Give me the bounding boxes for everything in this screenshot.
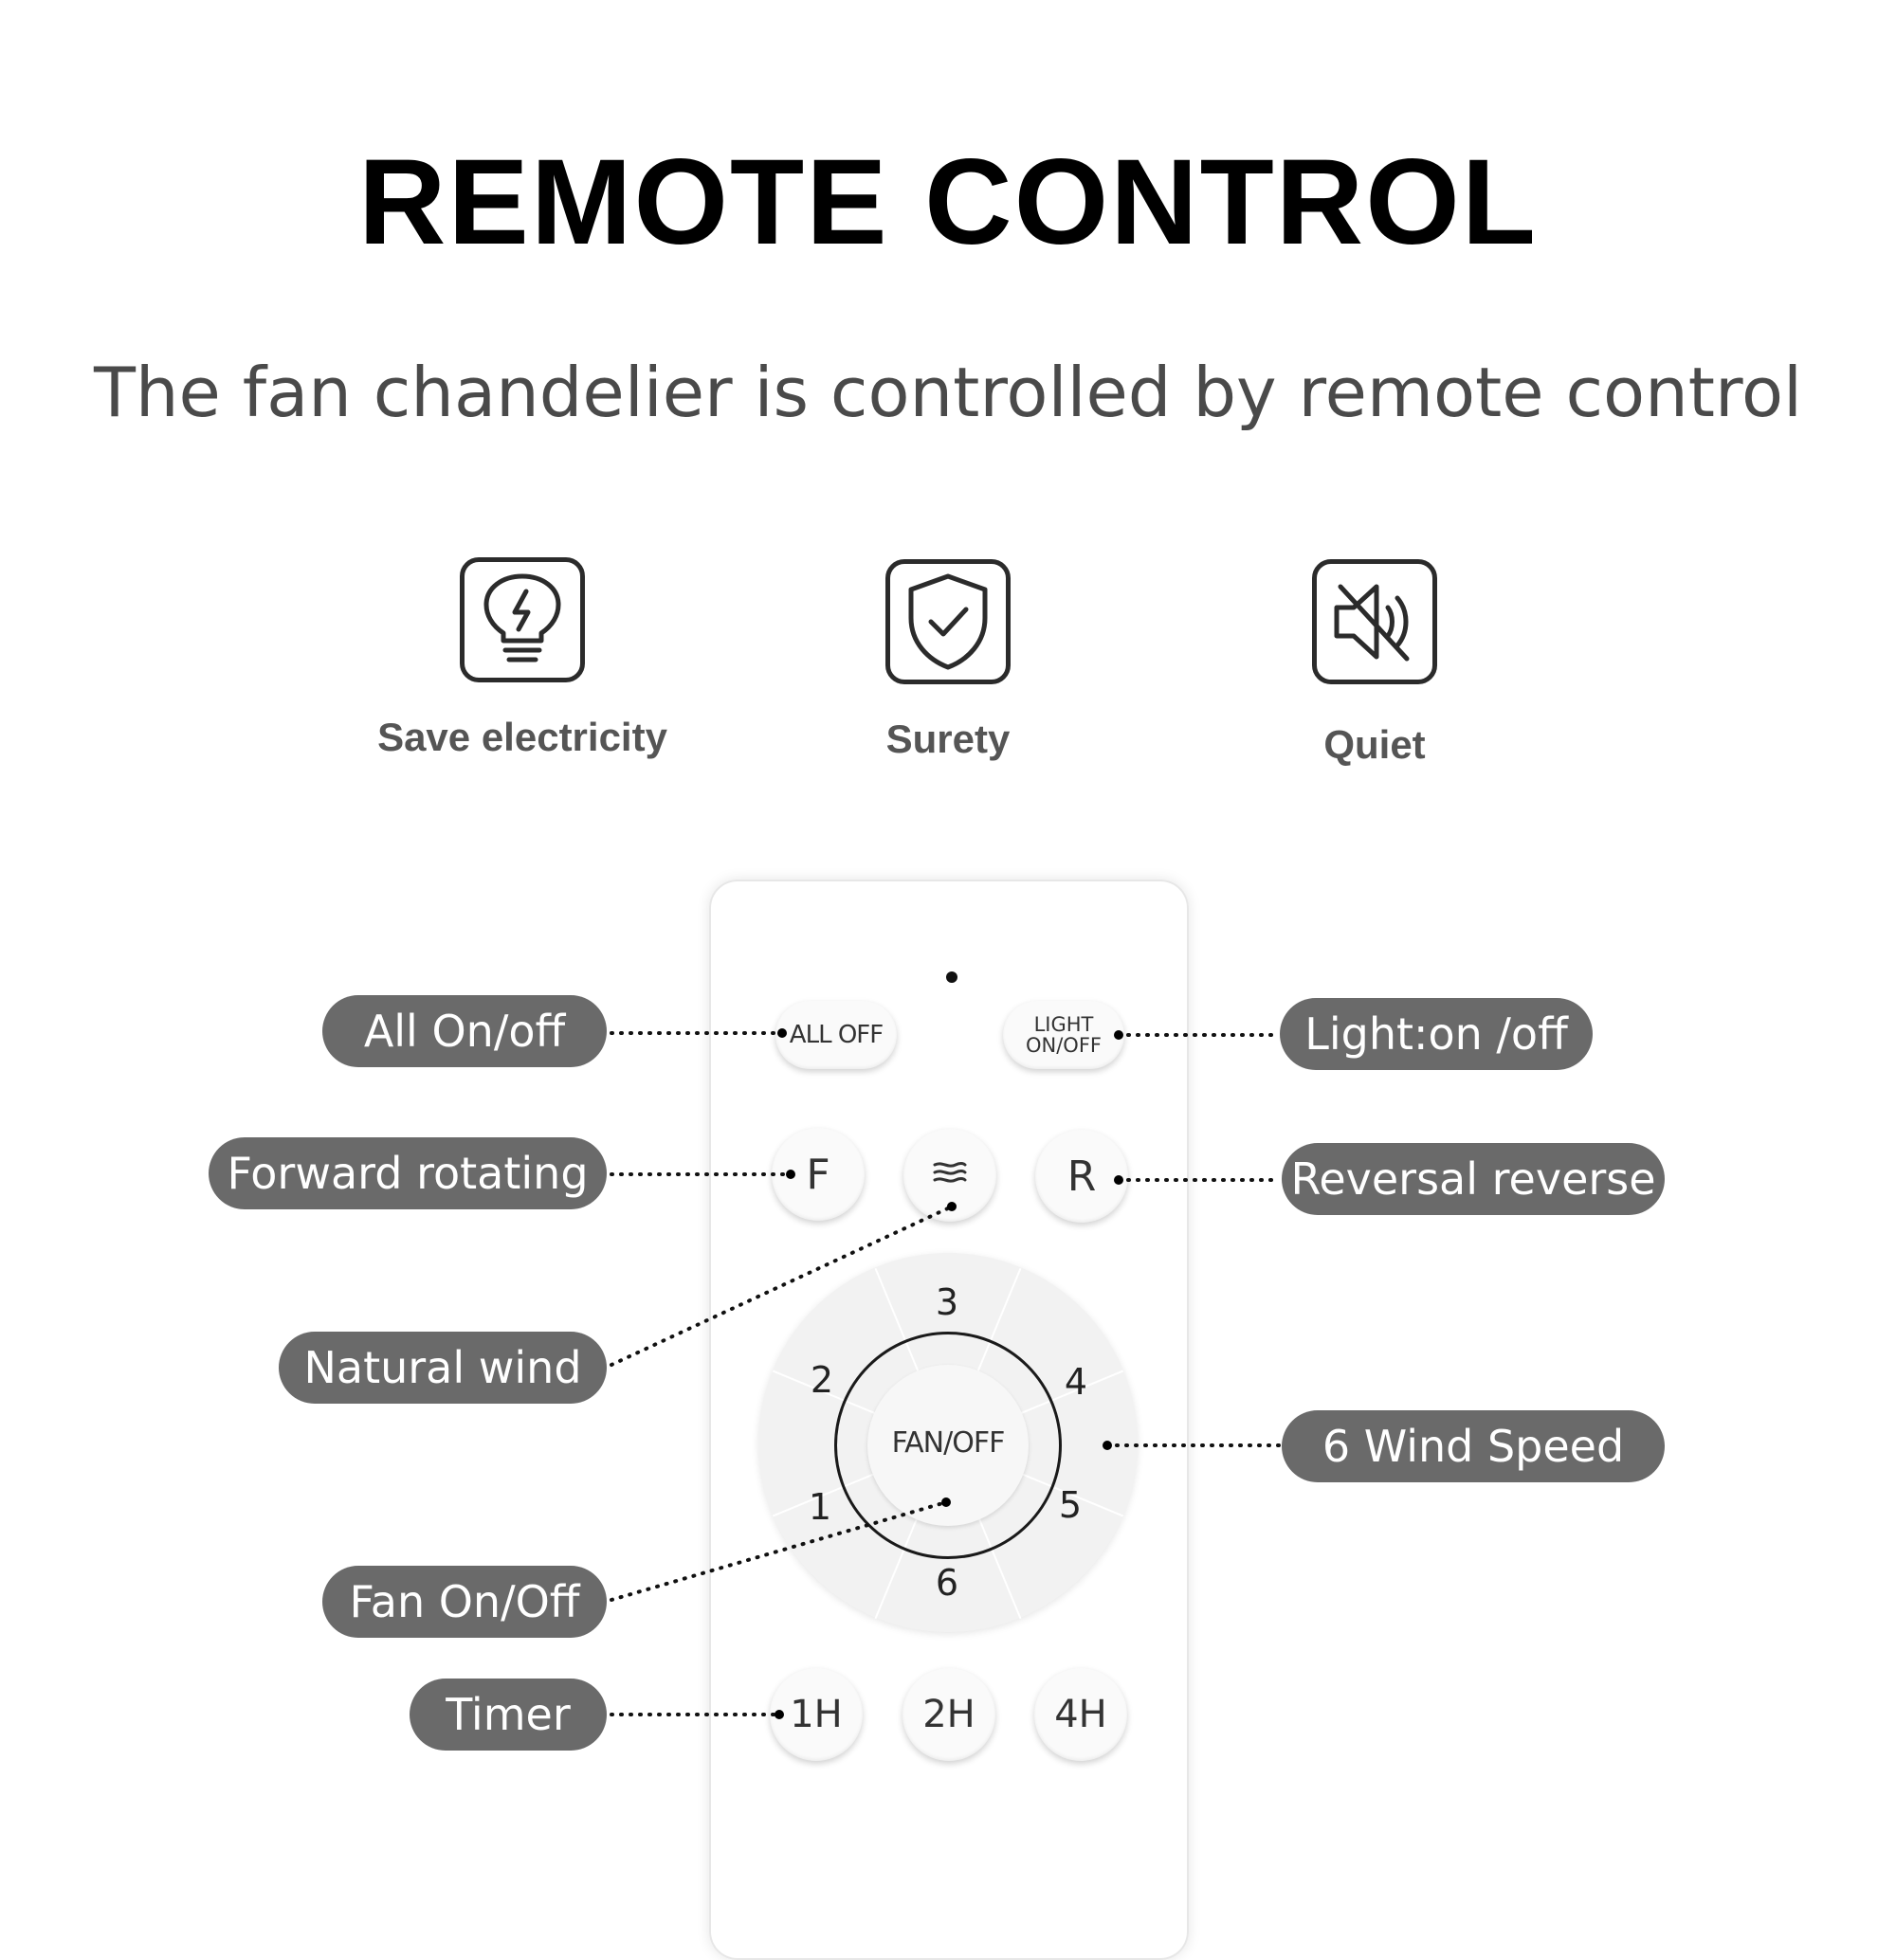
leader-dot bbox=[775, 1710, 784, 1719]
leader-lines bbox=[610, 1031, 1282, 1716]
leader-dot bbox=[777, 1028, 787, 1038]
callout-timer: Timer bbox=[410, 1679, 607, 1751]
leader-dot bbox=[1114, 1030, 1123, 1040]
leader-dot bbox=[1114, 1175, 1123, 1185]
leader-dot bbox=[786, 1170, 795, 1179]
callout-forward-rotating: Forward rotating bbox=[209, 1137, 607, 1209]
shield-check-icon bbox=[885, 559, 1011, 684]
feature-label: Quiet bbox=[1323, 722, 1426, 767]
fan-off-label: FAN/OFF bbox=[891, 1426, 1006, 1460]
timer-4h-button[interactable]: 4H bbox=[1034, 1668, 1127, 1761]
feature-save-electricity: Save electricity bbox=[333, 557, 712, 760]
leader-dot bbox=[941, 1497, 951, 1507]
callout-fan-on-off: Fan On/Off bbox=[322, 1566, 607, 1638]
callout-reversal-reverse: Reversal reverse bbox=[1282, 1143, 1665, 1215]
all-off-button[interactable]: ALL OFF bbox=[775, 1001, 897, 1069]
wind-icon bbox=[933, 1162, 967, 1183]
speed-1-button[interactable]: 1 bbox=[808, 1486, 832, 1528]
page-title: REMOTE CONTROL bbox=[358, 135, 1538, 270]
speed-4-button[interactable]: 4 bbox=[1064, 1361, 1088, 1403]
speed-6-button[interactable]: 6 bbox=[935, 1562, 959, 1604]
timer-2h-button[interactable]: 2H bbox=[902, 1668, 995, 1761]
callout-natural-wind: Natural wind bbox=[279, 1332, 607, 1404]
ir-indicator bbox=[946, 971, 957, 983]
lightbulb-bolt-icon bbox=[460, 557, 585, 682]
feature-label: Surety bbox=[885, 717, 1011, 761]
speaker-mute-icon bbox=[1312, 559, 1437, 684]
speed-5-button[interactable]: 5 bbox=[1058, 1484, 1083, 1526]
page-subtitle: The fan chandelier is controlled by remo… bbox=[93, 353, 1803, 432]
feature-quiet: Quiet bbox=[1185, 559, 1564, 768]
leader-dot bbox=[947, 1202, 957, 1211]
light-on-off-button[interactable]: LIGHT ON/OFF bbox=[1003, 1001, 1124, 1069]
feature-surety: Surety bbox=[758, 559, 1138, 762]
speed-2-button[interactable]: 2 bbox=[810, 1359, 834, 1401]
speed-3-button[interactable]: 3 bbox=[935, 1281, 959, 1323]
timer-1h-button[interactable]: 1H bbox=[770, 1668, 863, 1761]
callout-light-on-off: Light:on /off bbox=[1280, 998, 1593, 1070]
callout-all-on-off: All On/off bbox=[322, 995, 607, 1067]
leader-dot bbox=[1103, 1441, 1112, 1450]
reverse-button[interactable]: R bbox=[1035, 1130, 1128, 1223]
feature-label: Save electricity bbox=[377, 715, 667, 759]
callout-wind-speed: 6 Wind Speed bbox=[1282, 1410, 1665, 1482]
